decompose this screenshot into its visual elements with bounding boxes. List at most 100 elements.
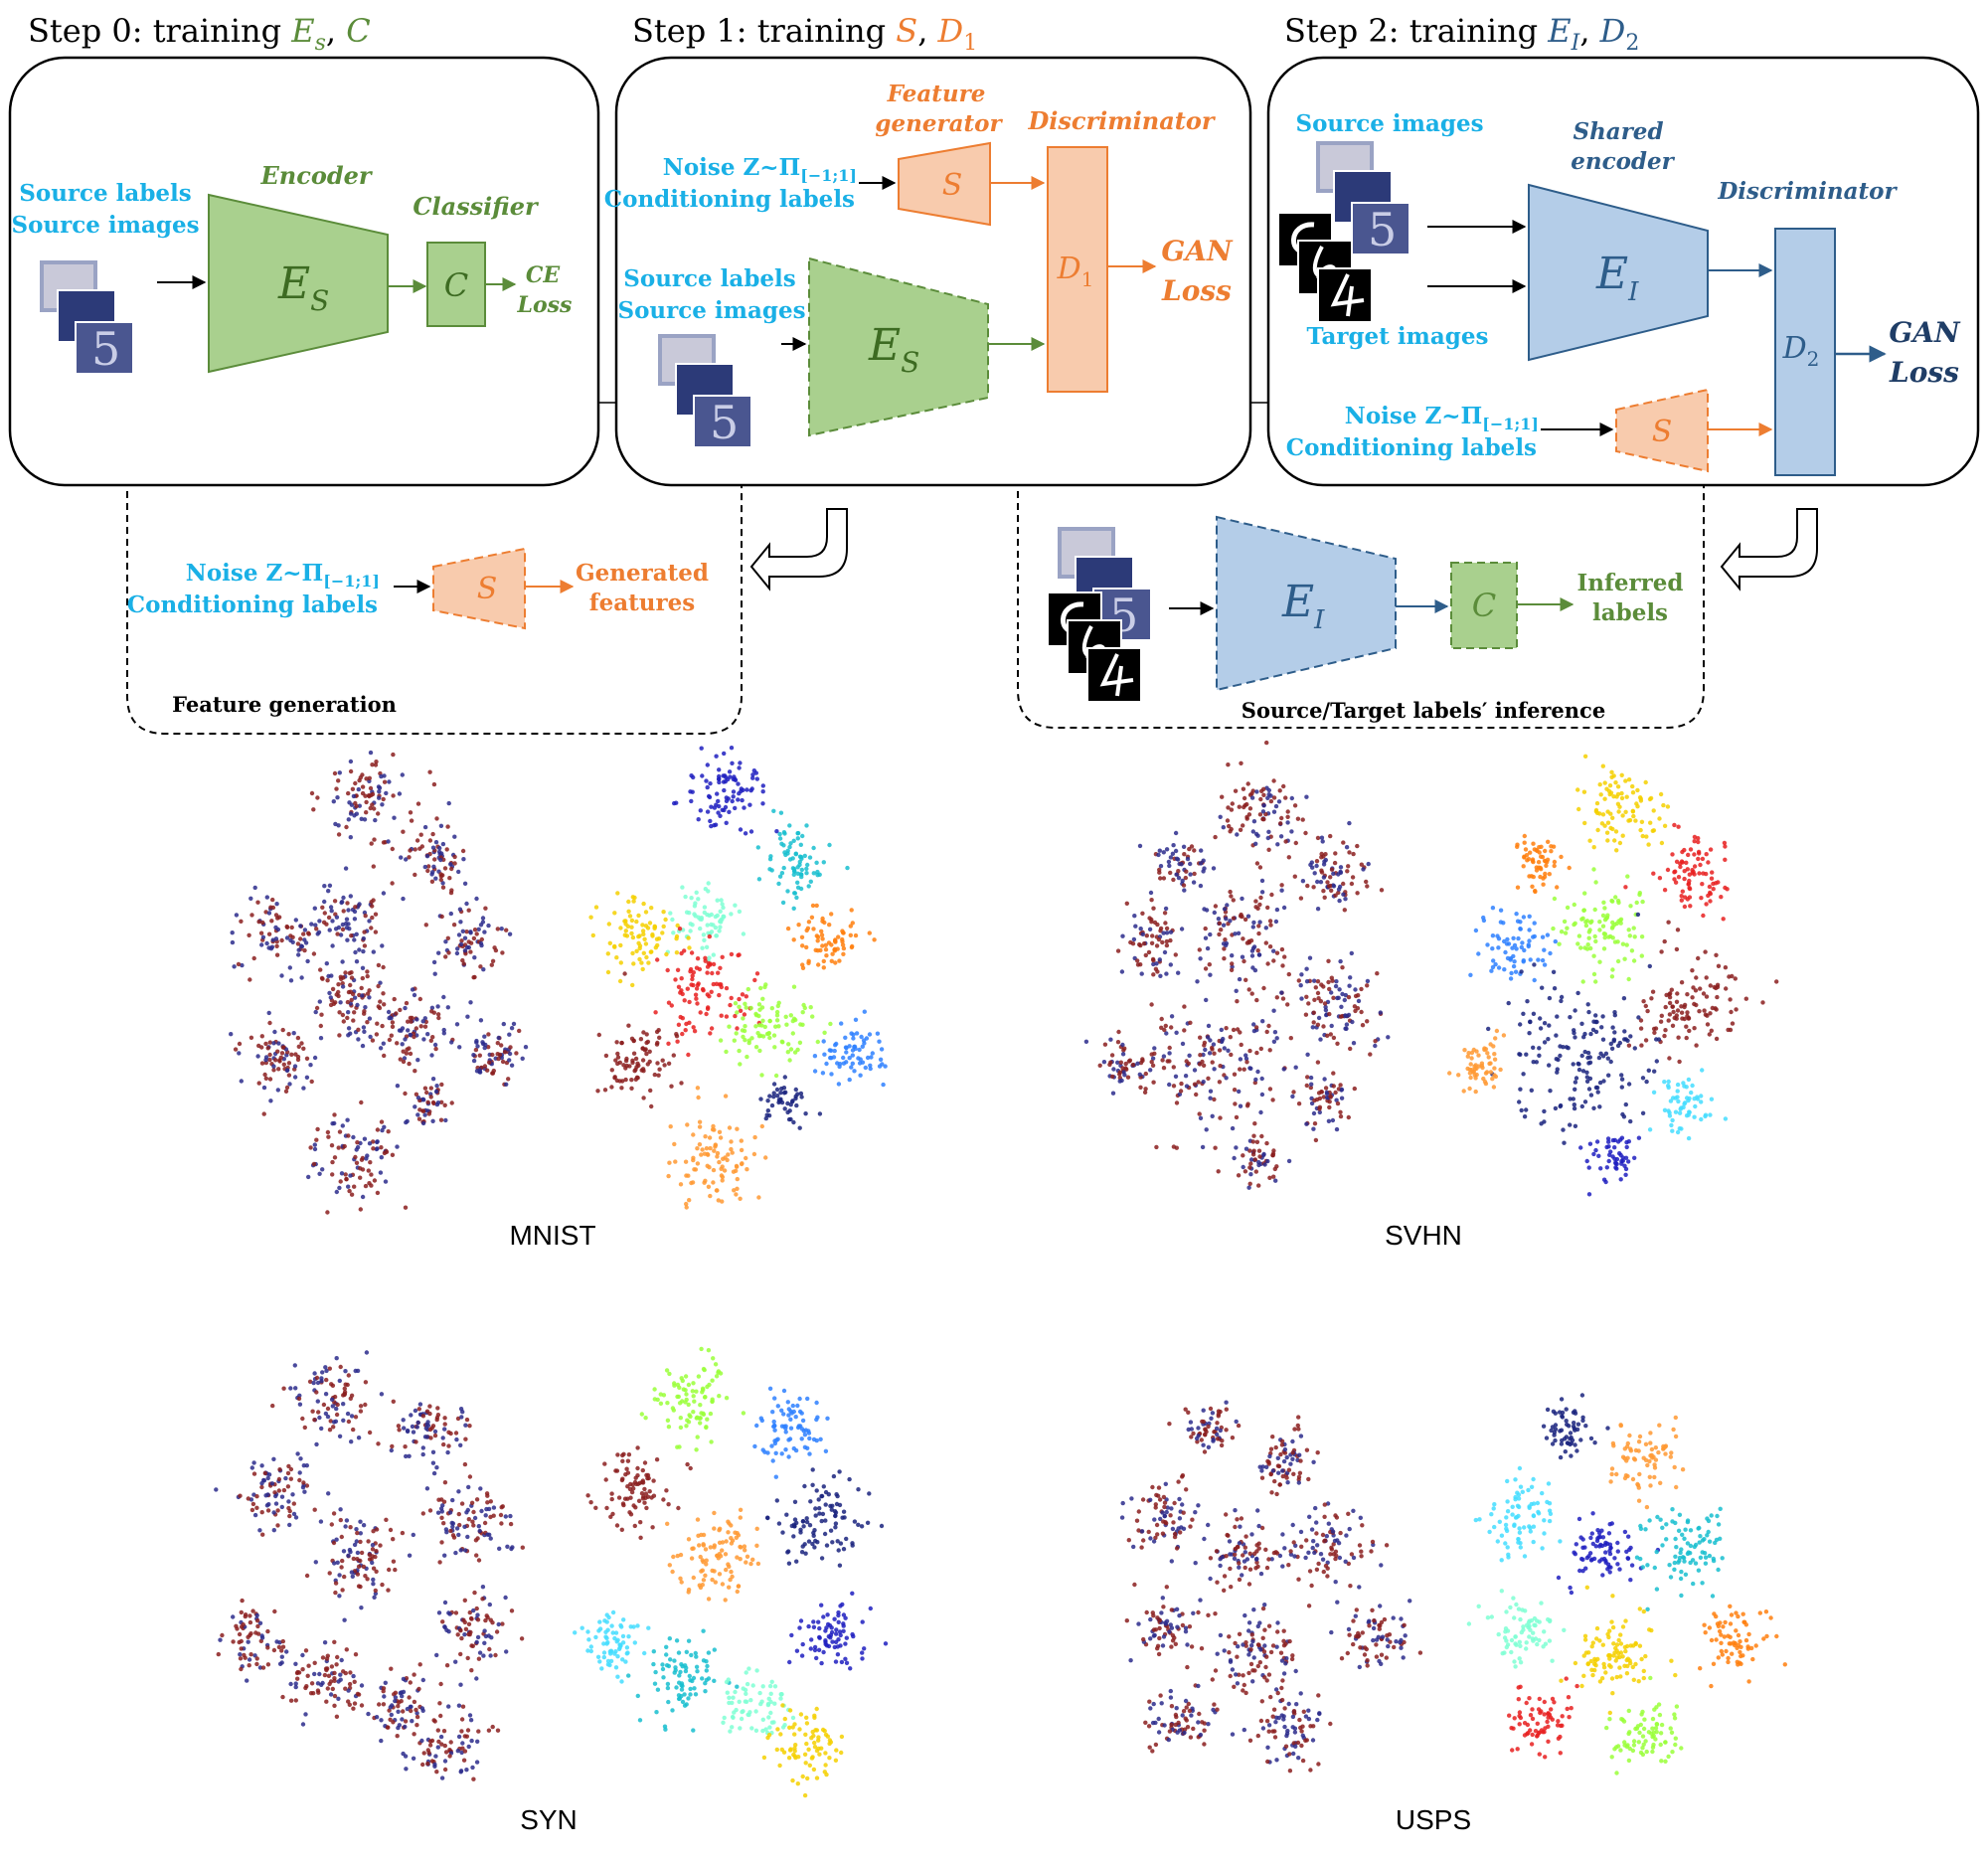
tsne-point-mixed	[474, 1497, 480, 1502]
tsne-point-colored	[752, 1134, 757, 1140]
tsne-point-mixed	[230, 939, 236, 945]
tsne-point-colored	[1595, 827, 1600, 833]
tsne-point-mixed	[1152, 1051, 1157, 1057]
tsne-point-colored	[787, 844, 792, 850]
tsne-point-mixed	[238, 1652, 243, 1657]
tsne-point-colored	[710, 1577, 715, 1583]
tsne-point-colored	[640, 1058, 646, 1063]
tsne-point-colored	[701, 1578, 707, 1583]
tsne-point-colored	[1743, 996, 1749, 1001]
tsne-point-mixed	[415, 1112, 420, 1117]
tsne-point-colored	[765, 1108, 770, 1113]
tsne-point-colored	[1542, 962, 1548, 967]
tsne-point-mixed	[1261, 1151, 1266, 1157]
tsne-point-colored	[671, 1408, 676, 1413]
tsne-point-colored	[733, 777, 739, 782]
tsne-point-mixed	[1180, 1041, 1186, 1047]
tsne-point-colored	[868, 1606, 873, 1611]
tsne-point-colored	[778, 810, 784, 815]
tsne-point-mixed	[298, 1456, 303, 1461]
tsne-point-mixed	[1230, 1125, 1236, 1131]
tsne-point-mixed	[407, 1061, 412, 1067]
tsne-point-mixed	[281, 1386, 286, 1391]
tsne-point-colored	[1572, 922, 1576, 928]
tsne-point-colored	[788, 1013, 793, 1018]
tsne-point-colored	[631, 961, 636, 966]
tsne-point-mixed	[453, 1431, 459, 1436]
tsne-point-mixed	[263, 1041, 268, 1047]
tsne-point-mixed	[403, 1091, 408, 1097]
tsne-point-mixed	[250, 1608, 255, 1613]
tsne-point-colored	[760, 996, 765, 1001]
tsne-point-colored	[1521, 915, 1527, 920]
tsne-point-mixed	[479, 1508, 484, 1514]
tsne-point-colored	[797, 859, 802, 865]
tsne-point-colored	[720, 1178, 725, 1183]
tsne-point-mixed	[322, 1672, 328, 1678]
tsne-point-mixed	[1285, 809, 1290, 814]
tsne-point-mixed	[279, 937, 284, 943]
tsne-point-colored	[1517, 1052, 1522, 1057]
tsne-point-mixed	[234, 913, 240, 918]
tsne-point-colored	[801, 1524, 806, 1529]
tsne-point-mixed	[1162, 1027, 1167, 1033]
tsne-point-mixed	[300, 1652, 305, 1658]
tsne-point-colored	[1548, 1089, 1553, 1094]
tsne-point-mixed	[408, 1051, 414, 1057]
tsne-point-mixed	[322, 884, 327, 889]
tsne-point-mixed	[374, 1715, 380, 1720]
tsne-point-mixed	[471, 1523, 476, 1528]
tsne-point-mixed	[452, 854, 457, 860]
tsne-point-colored	[698, 1010, 703, 1015]
tsne-point-colored	[1619, 1077, 1625, 1082]
tsne-point-mixed	[1206, 1023, 1212, 1029]
tsne-point-mixed	[1210, 1060, 1215, 1065]
tsne-point-mixed	[1138, 1085, 1143, 1091]
tsne-point-colored	[1621, 996, 1627, 1001]
tsne-point-mixed	[359, 816, 364, 821]
tsne-point-colored	[802, 1483, 807, 1489]
tsne-point-colored	[660, 1666, 666, 1672]
step1-source-images: Source images	[617, 297, 805, 324]
tsne-point-mixed	[460, 1741, 465, 1746]
tsne-point-mixed	[1318, 999, 1324, 1004]
tsne-point-mixed	[255, 1631, 261, 1636]
tsne-point-mixed	[317, 999, 322, 1004]
tsne-point-colored	[819, 1660, 824, 1666]
tsne-point-colored	[705, 970, 710, 975]
tsne-point-mixed	[485, 1493, 490, 1498]
tsne-point-colored	[1492, 1066, 1497, 1071]
tsne-point-colored	[623, 1066, 628, 1071]
tsne-point-mixed	[369, 1172, 374, 1177]
tsne-point-mixed	[1212, 1097, 1217, 1102]
tsne-point-mixed	[1277, 788, 1282, 793]
tsne-point-mixed	[247, 1657, 252, 1662]
inference-output-label-1: Inferred	[1577, 570, 1684, 596]
tsne-point-mixed	[439, 1082, 444, 1088]
tsne-point-colored	[631, 1051, 637, 1056]
tsne-point-colored	[675, 1394, 680, 1400]
tsne-point-mixed	[404, 1453, 409, 1459]
tsne-point-colored	[711, 1167, 717, 1173]
tsne-point-colored	[1562, 1140, 1567, 1145]
tsne-point-mixed	[1164, 926, 1170, 931]
tsne-point-mixed	[315, 1399, 320, 1404]
tsne-point-mixed	[329, 1143, 335, 1148]
tsne-point-colored	[691, 1728, 696, 1733]
tsne-point-colored	[1646, 1068, 1652, 1074]
tsne-point-colored	[735, 1186, 740, 1192]
tsne-point-mixed	[1331, 1071, 1336, 1076]
tsne-point-mixed	[462, 881, 468, 886]
tsne-point-mixed	[334, 786, 339, 791]
tsne-point-colored	[813, 947, 818, 952]
tsne-point-mixed	[326, 973, 331, 979]
tsne-point-mixed	[1253, 841, 1258, 846]
tsne-point-mixed	[1171, 1144, 1177, 1149]
tsne-point-colored	[825, 1612, 830, 1617]
tsne-point-colored	[703, 1681, 708, 1686]
tsne-point-mixed	[330, 943, 335, 948]
tsne-point-colored	[727, 1024, 732, 1029]
tsne-point-colored	[817, 1111, 823, 1116]
tsne-point-colored	[800, 962, 805, 967]
tsne-point-mixed	[352, 1701, 358, 1706]
